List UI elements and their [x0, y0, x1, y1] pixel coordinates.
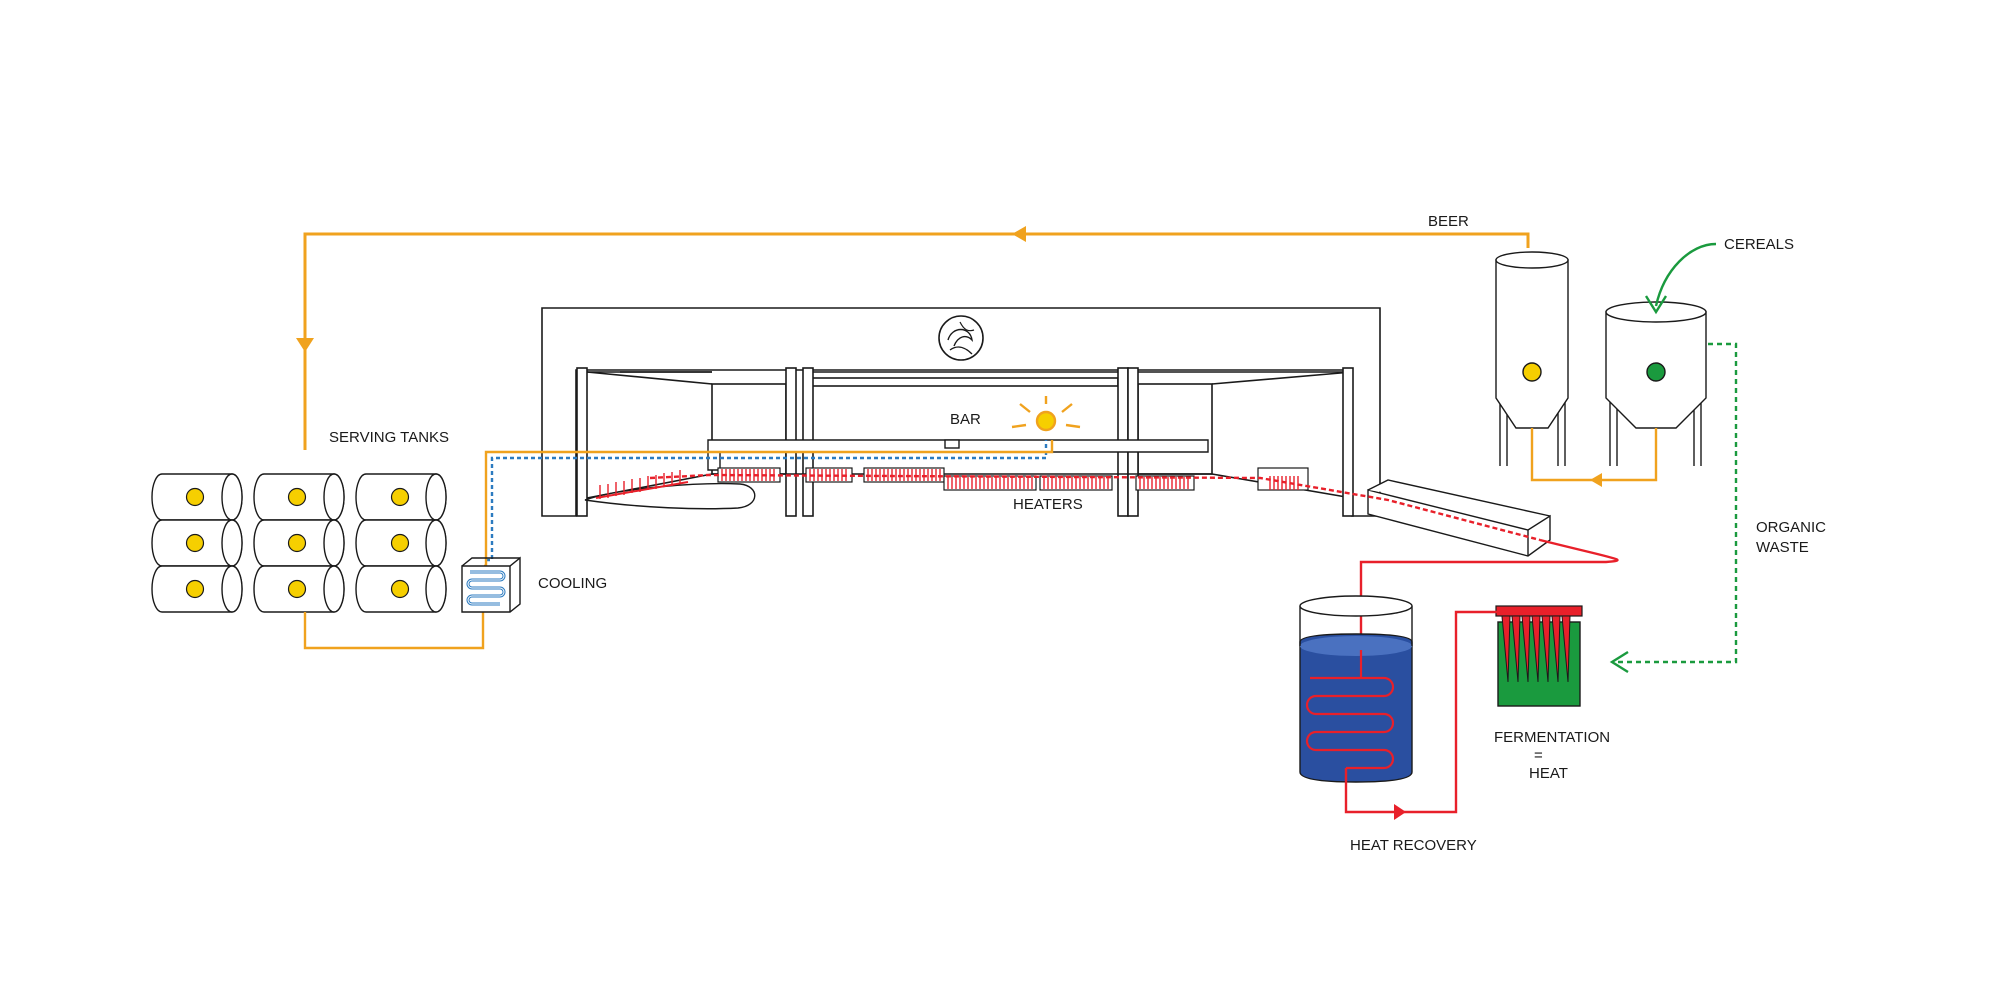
label-fermentation: FERMENTATION — [1494, 729, 1610, 746]
cereal-to-beer-line — [1530, 428, 1658, 482]
label-cereals: CEREALS — [1724, 236, 1794, 253]
label-equals: = — [1534, 747, 1543, 764]
beer-supply-line — [296, 226, 1530, 450]
label-cooling: COOLING — [538, 575, 607, 592]
heat-distribution-line — [649, 473, 1541, 542]
light-sun-icon — [1011, 396, 1081, 432]
label-bar: BAR — [950, 411, 981, 428]
organic-waste-line — [1614, 342, 1738, 664]
tank-dots — [185, 487, 410, 599]
tanks-to-cooling-line — [303, 606, 485, 650]
beer-fermenter-tank — [1495, 251, 1569, 466]
label-heaters: HEATERS — [1013, 496, 1083, 513]
exterior-bench — [1367, 479, 1551, 557]
cereal-arrow-icon — [1644, 242, 1717, 315]
label-waste: WASTE — [1756, 539, 1809, 556]
cooling-unit — [461, 556, 521, 613]
label-beer: BEER — [1428, 213, 1469, 230]
heat-recovery-tank — [1299, 595, 1413, 783]
heat-recovery-line — [1344, 610, 1498, 814]
label-organic: ORGANIC — [1756, 519, 1826, 536]
heat-return-line — [1359, 538, 1619, 650]
fermentation-unit — [1495, 605, 1583, 707]
label-serving-tanks: SERVING TANKS — [329, 429, 449, 446]
label-heat-recovery: HEAT RECOVERY — [1350, 837, 1477, 854]
tank-row-1 — [151, 473, 447, 521]
building-logo-icon — [938, 315, 984, 361]
label-heat: HEAT — [1529, 765, 1568, 782]
bar-counter — [584, 439, 1209, 510]
tank-row-3 — [151, 565, 447, 613]
